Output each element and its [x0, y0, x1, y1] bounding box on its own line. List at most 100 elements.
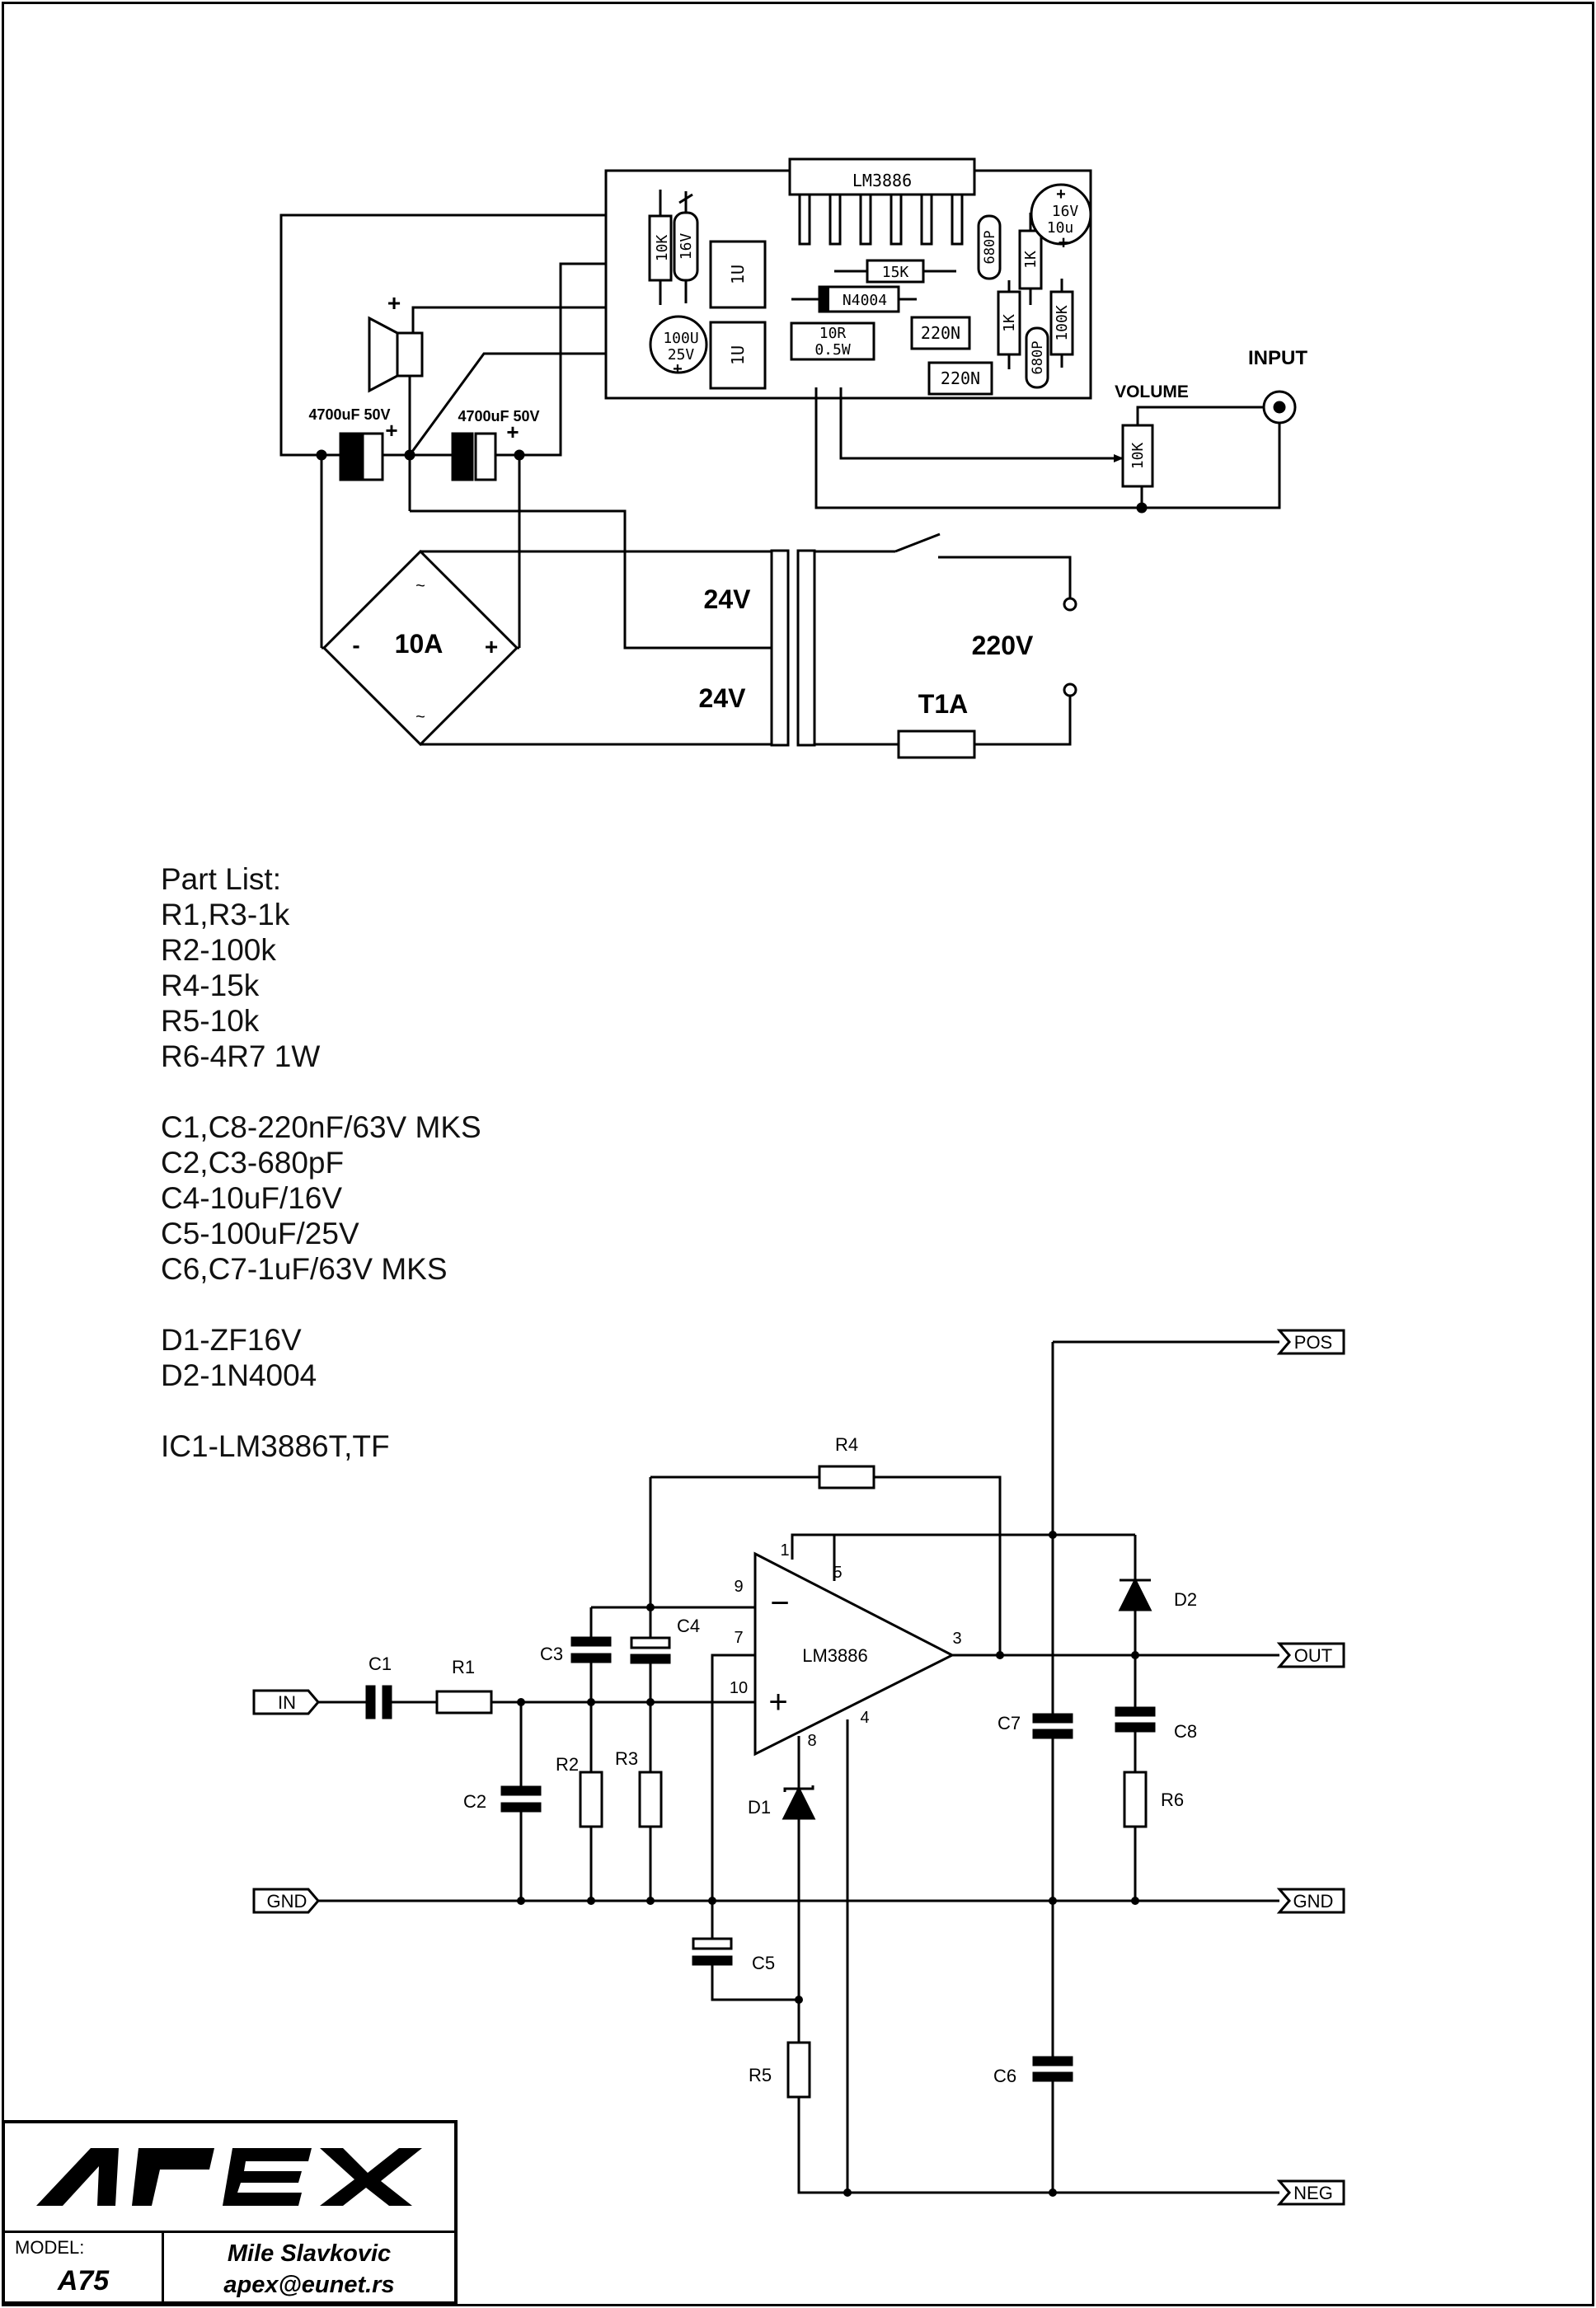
capacitor-10u [1030, 183, 1092, 246]
wire-v-plus [279, 213, 606, 457]
capacitor-c4 [630, 1636, 671, 1664]
schematic [252, 1329, 1345, 2206]
author-email: apex@eunet.rs [223, 2272, 395, 2298]
label-c6: C6 [993, 2066, 1016, 2086]
diode-d1 [782, 1785, 816, 1820]
apex-logo [36, 2148, 422, 2206]
label-cap-left: 4700uF 50V [308, 406, 390, 423]
capacitor-1u-b [709, 321, 767, 390]
mains-terminal-bottom [1063, 683, 1077, 697]
pin-9: 9 [734, 1578, 743, 1596]
label-100u: 100U [663, 330, 698, 347]
label-r2: R2 [556, 1754, 579, 1775]
part-list-item: C6,C7-1uF/63V MKS [161, 1252, 448, 1286]
part-list-item: C2,C3-680pF [161, 1146, 345, 1180]
resistor-r6 [1123, 1771, 1148, 1828]
label-r4: R4 [835, 1434, 858, 1455]
part-list-item: R4-15k [161, 969, 260, 1002]
label-c5: C5 [752, 1953, 775, 1973]
label-input: INPUT [1248, 347, 1307, 369]
mains-terminal-top [1063, 597, 1077, 612]
label-220n-a: 220N [921, 323, 960, 343]
opamp-label: LM3886 [802, 1645, 868, 1666]
pin-1: 1 [780, 1541, 789, 1560]
label-pot: 10K [1129, 443, 1147, 470]
pin-8: 8 [807, 1732, 816, 1750]
label-volume: VOLUME [1115, 382, 1189, 401]
port-pos [1276, 1329, 1345, 1355]
label-r6: R6 [1161, 1790, 1184, 1810]
label-d1: D1 [748, 1797, 771, 1818]
port-pos-label: POS [1294, 1332, 1332, 1353]
label-d2: D2 [1174, 1589, 1197, 1610]
label-1k-a: 1K [1022, 251, 1040, 269]
capacitor-220n-b [927, 361, 993, 396]
part-list-item: IC1-LM3886T,TF [161, 1429, 390, 1463]
author-name: Mile Slavkovic [227, 2240, 392, 2267]
power-switch [894, 532, 941, 553]
resistor-r3 [638, 1771, 663, 1828]
resistor-r2 [579, 1771, 603, 1828]
title-block: MODEL: A75 Mile Slavkovic apex@eunet.rs [2, 2120, 458, 2305]
plus-cap-left: + [385, 418, 397, 443]
port-in-label: IN [278, 1692, 296, 1713]
part-list-item [161, 1287, 481, 1322]
bridge-ac-top: ~ [415, 577, 425, 595]
label-15k: 15K [882, 264, 909, 281]
label-fuse: T1A [918, 689, 968, 719]
ic-package [788, 157, 976, 196]
diode-n4004 [818, 285, 900, 313]
label-0.5w: 0.5W [814, 341, 851, 359]
wire-center-tap [410, 509, 772, 650]
label-mains: 220V [972, 631, 1034, 660]
port-gnd-right [1276, 1888, 1345, 1914]
bridge-minus: - [352, 632, 359, 658]
resistor-r1 [435, 1690, 493, 1715]
speaker-icon [368, 316, 424, 393]
capacitor-c8 [1115, 1706, 1156, 1733]
junction-dots [517, 1531, 1139, 2197]
label-bridge: 10A [395, 629, 444, 659]
model-cell: MODEL: A75 [5, 2232, 164, 2305]
bridge-ac-bottom: ~ [415, 708, 425, 726]
part-list-item: R1,R3-1k [161, 898, 290, 931]
label-680p-a: 680P [982, 231, 998, 265]
capacitor-100u [649, 315, 708, 374]
layout-ic-label: LM3886 [852, 171, 912, 190]
port-gnd-left-label: GND [267, 1891, 307, 1912]
label-n4004: N4004 [843, 292, 887, 309]
label-1u-a: 1U [728, 265, 748, 284]
capacitor-c6 [1032, 2056, 1073, 2082]
label-10k: 10K [654, 235, 671, 262]
transformer-primary-core [770, 549, 790, 747]
label-c4: C4 [677, 1616, 700, 1636]
resistor-10r [790, 321, 875, 361]
capacitor-680p-a [977, 214, 1002, 280]
label-10u-value: 10u [1047, 219, 1074, 237]
part-list-item: R5-10k [161, 1004, 260, 1038]
pin-3: 3 [952, 1630, 961, 1648]
label-10u-voltage: 16V [1052, 203, 1079, 220]
label-c8: C8 [1174, 1721, 1197, 1742]
part-list-item: R2-100k [161, 933, 276, 967]
plus-10u: + [1056, 185, 1066, 204]
capacitor-c1 [365, 1685, 392, 1719]
fuse-t1a [897, 729, 976, 759]
pin-7: 7 [734, 1629, 743, 1647]
part-list-item [161, 1393, 481, 1428]
filter-capacitor-left [339, 432, 384, 481]
capacitor-c5 [692, 1937, 733, 1966]
label-c7: C7 [998, 1713, 1021, 1733]
part-list-item: R6-4R7 1W [161, 1039, 321, 1073]
label-r5: R5 [749, 2065, 772, 2085]
plus-cap-right: + [506, 420, 519, 444]
capacitor-220n-a [910, 316, 971, 350]
capacitor-c2 [500, 1785, 542, 1813]
logo-cell [5, 2123, 454, 2233]
capacitor-c7 [1032, 1713, 1073, 1739]
port-neg-label: NEG [1293, 2183, 1333, 2203]
filter-capacitor-right [451, 432, 497, 481]
label-1k-b: 1K [1001, 314, 1018, 332]
